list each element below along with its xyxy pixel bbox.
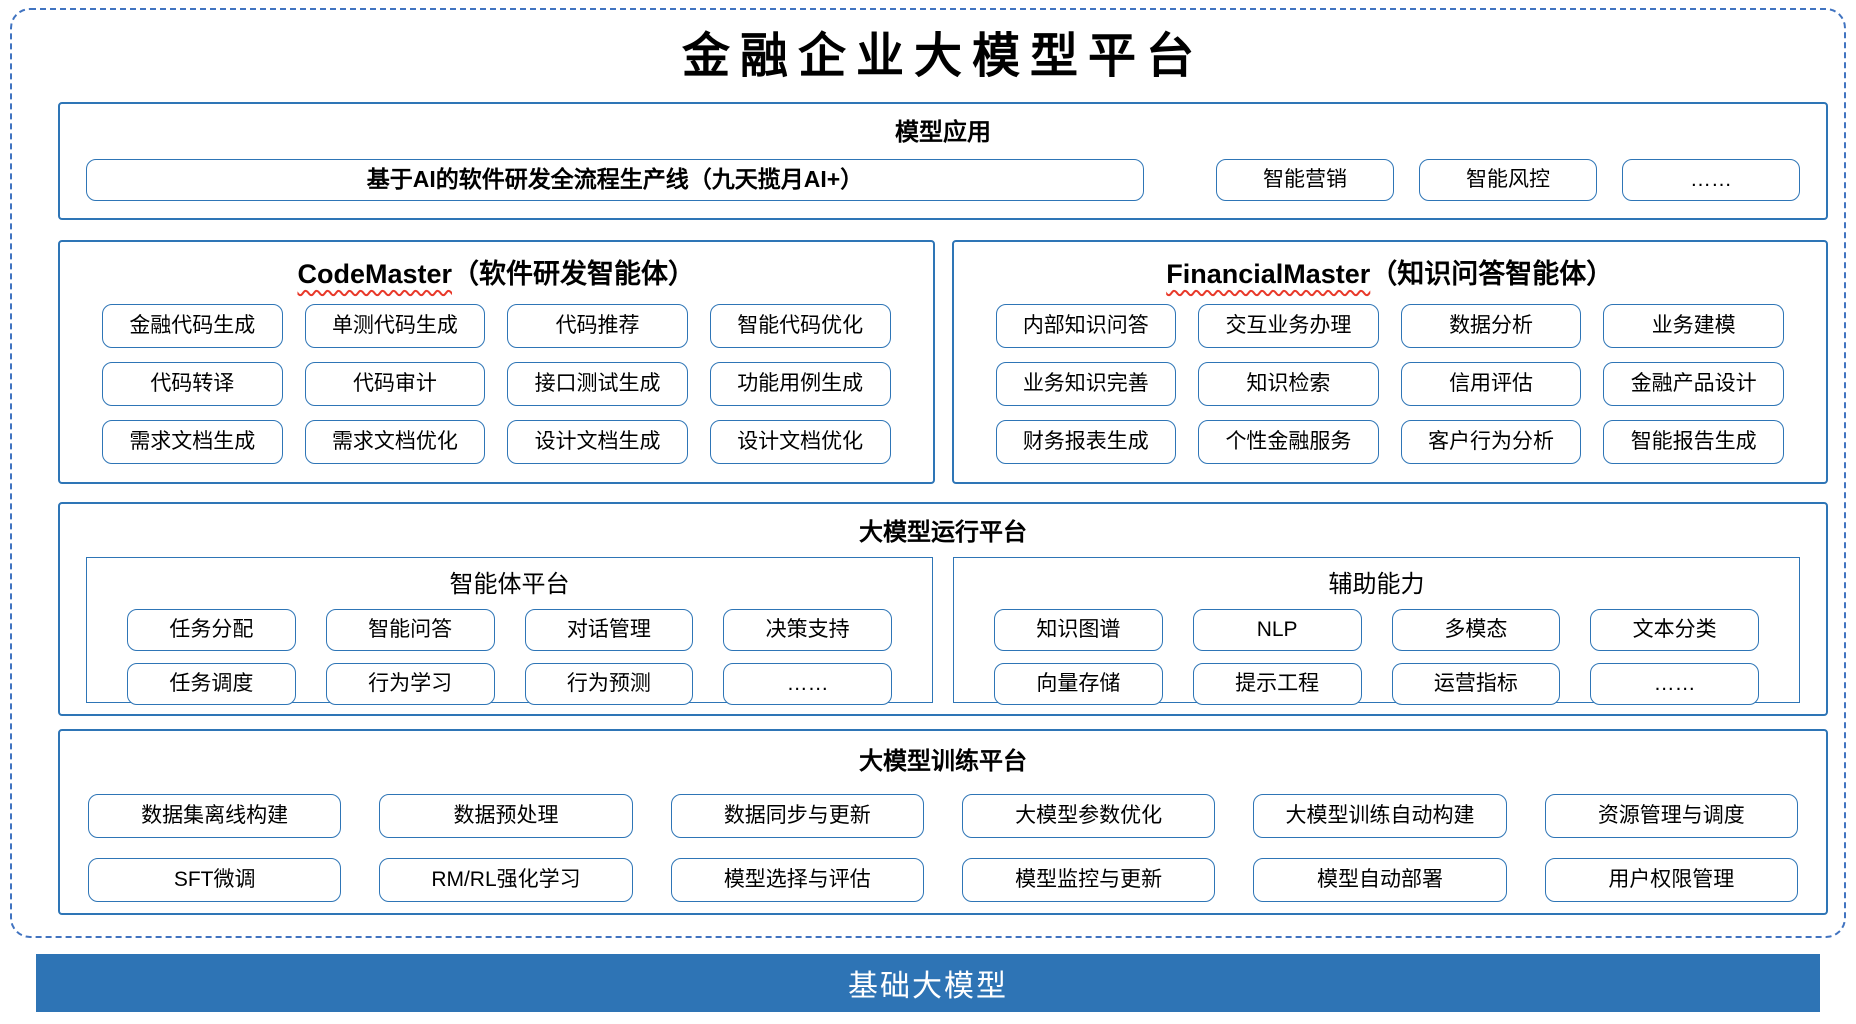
capability-box: 业务建模 [1603, 303, 1784, 348]
financialmaster-title-zh: （知识问答智能体） [1370, 258, 1614, 289]
capability-box: 交互业务办理 [1198, 303, 1379, 348]
capability-box: 资源管理与调度 [1544, 793, 1798, 838]
app-box-ai-dev-pipeline: 基于AI的软件研发全流程生产线（九天揽月AI+） [86, 158, 1144, 201]
app-box-smart-marketing: 智能营销 [1216, 158, 1394, 201]
capability-box: 知识检索 [1198, 361, 1379, 406]
capability-box: 大模型参数优化 [961, 793, 1216, 838]
capability-box: 用户权限管理 [1544, 857, 1798, 902]
agent-platform-title: 智能体平台 [449, 570, 570, 598]
model-apps-title: 模型应用 [895, 118, 991, 146]
training-grid: 数据集离线构建 数据预处理 数据同步与更新 大模型参数优化 大模型训练自动构建 … [88, 793, 1798, 902]
model-apps-row: 基于AI的软件研发全流程生产线（九天揽月AI+） 智能营销 智能风控 …… [86, 158, 1800, 201]
codemaster-panel: CodeMaster（软件研发智能体） 金融代码生成 单测代码生成 代码推荐 智… [58, 239, 935, 484]
capability-box: 决策支持 [723, 608, 892, 651]
capability-box: 数据预处理 [379, 793, 633, 838]
capability-box: 文本分类 [1590, 608, 1759, 651]
capability-box: …… [1590, 662, 1759, 705]
capability-box: 任务调度 [127, 662, 296, 705]
capability-box: SFT微调 [88, 857, 342, 902]
codemaster-title-en: CodeMaster [297, 258, 453, 289]
financialmaster-grid: 内部知识问答 交互业务办理 数据分析 业务建模 业务知识完善 知识检索 信用评估… [995, 303, 1784, 464]
base-model-label: 基础大模型 [848, 970, 1008, 1003]
capability-box: 行为预测 [524, 662, 694, 705]
financialmaster-panel: FinancialMaster（知识问答智能体） 内部知识问答 交互业务办理 数… [951, 239, 1828, 484]
auxiliary-subpanel: 辅助能力 知识图谱 NLP 多模态 文本分类 向量存储 提示工程 运营指标 …… [953, 556, 1800, 705]
capability-box: 任务分配 [127, 608, 296, 651]
capability-box: 数据同步与更新 [670, 793, 924, 838]
app-box-smart-risk-control: 智能风控 [1419, 158, 1597, 201]
training-platform-title: 大模型训练平台 [859, 747, 1027, 775]
capability-box: 个性金融服务 [1198, 419, 1379, 464]
capability-box: 单测代码生成 [304, 303, 486, 348]
codemaster-title-zh: （软件研发智能体） [452, 258, 696, 289]
model-apps-panel: 模型应用 基于AI的软件研发全流程生产线（九天揽月AI+） 智能营销 智能风控 … [58, 101, 1828, 220]
capability-box: 客户行为分析 [1400, 419, 1582, 464]
page-title: 金融企业大模型平台 [681, 28, 1204, 84]
capability-box: 模型监控与更新 [961, 857, 1216, 902]
capability-box: 运营指标 [1391, 662, 1561, 705]
financialmaster-title: FinancialMaster（知识问答智能体） [996, 252, 1785, 291]
runtime-platform-title: 大模型运行平台 [859, 518, 1027, 546]
capability-box: 智能报告生成 [1603, 419, 1784, 464]
capability-box: 大模型训练自动构建 [1253, 793, 1507, 838]
capability-box: 数据分析 [1400, 303, 1582, 348]
capability-box: 需求文档优化 [304, 419, 486, 464]
capability-box: …… [723, 662, 892, 705]
capability-box: 代码转译 [102, 361, 283, 406]
auxiliary-grid: 知识图谱 NLP 多模态 文本分类 向量存储 提示工程 运营指标 …… [994, 608, 1759, 705]
agent-platform-subpanel: 智能体平台 任务分配 智能问答 对话管理 决策支持 任务调度 行为学习 行为预测… [86, 556, 933, 705]
capability-box: 设计文档优化 [709, 419, 891, 464]
capability-box: 功能用例生成 [709, 361, 891, 406]
runtime-platform-panel: 大模型运行平台 智能体平台 任务分配 智能问答 对话管理 决策支持 任务调度 行… [58, 501, 1828, 716]
runtime-row: 智能体平台 任务分配 智能问答 对话管理 决策支持 任务调度 行为学习 行为预测… [86, 556, 1800, 705]
platform-architecture-frame: 金融企业大模型平台 模型应用 基于AI的软件研发全流程生产线（九天揽月AI+） … [10, 8, 1846, 938]
financialmaster-title-en: FinancialMaster [1166, 258, 1371, 289]
capability-box: 信用评估 [1400, 361, 1582, 406]
capability-box: 内部知识问答 [995, 303, 1177, 348]
app-box-more-ellipsis: …… [1622, 158, 1800, 201]
capability-box: 接口测试生成 [507, 361, 688, 406]
capability-box: 数据集离线构建 [88, 793, 342, 838]
capability-box: 对话管理 [524, 608, 694, 651]
capability-box: 金融代码生成 [102, 303, 283, 348]
capability-box: 知识图谱 [994, 608, 1163, 651]
capability-box: 模型选择与评估 [670, 857, 924, 902]
capability-box: 设计文档生成 [507, 419, 688, 464]
codemaster-title: CodeMaster（软件研发智能体） [102, 252, 891, 291]
capability-box: 代码审计 [304, 361, 486, 406]
capability-box: NLP [1192, 608, 1362, 651]
training-platform-panel: 大模型训练平台 数据集离线构建 数据预处理 数据同步与更新 大模型参数优化 大模… [58, 728, 1828, 915]
capability-box: 行为学习 [325, 662, 495, 705]
capability-box: 提示工程 [1192, 662, 1362, 705]
codemaster-grid: 金融代码生成 单测代码生成 代码推荐 智能代码优化 代码转译 代码审计 接口测试… [102, 303, 891, 464]
capability-box: 代码推荐 [507, 303, 688, 348]
capability-box: 需求文档生成 [102, 419, 283, 464]
capability-box: RM/RL强化学习 [379, 857, 633, 902]
auxiliary-title: 辅助能力 [1328, 570, 1425, 598]
capability-box: 智能代码优化 [709, 303, 891, 348]
capability-box: 向量存储 [994, 662, 1163, 705]
agent-platform-grid: 任务分配 智能问答 对话管理 决策支持 任务调度 行为学习 行为预测 …… [127, 608, 892, 705]
capability-box: 业务知识完善 [995, 361, 1177, 406]
capability-box: 模型自动部署 [1253, 857, 1507, 902]
capability-box: 多模态 [1391, 608, 1561, 651]
capability-box: 智能问答 [325, 608, 495, 651]
base-model-bar: 基础大模型 [36, 954, 1820, 1012]
agents-row: CodeMaster（软件研发智能体） 金融代码生成 单测代码生成 代码推荐 智… [58, 239, 1828, 484]
capability-box: 金融产品设计 [1603, 361, 1784, 406]
capability-box: 财务报表生成 [995, 419, 1177, 464]
